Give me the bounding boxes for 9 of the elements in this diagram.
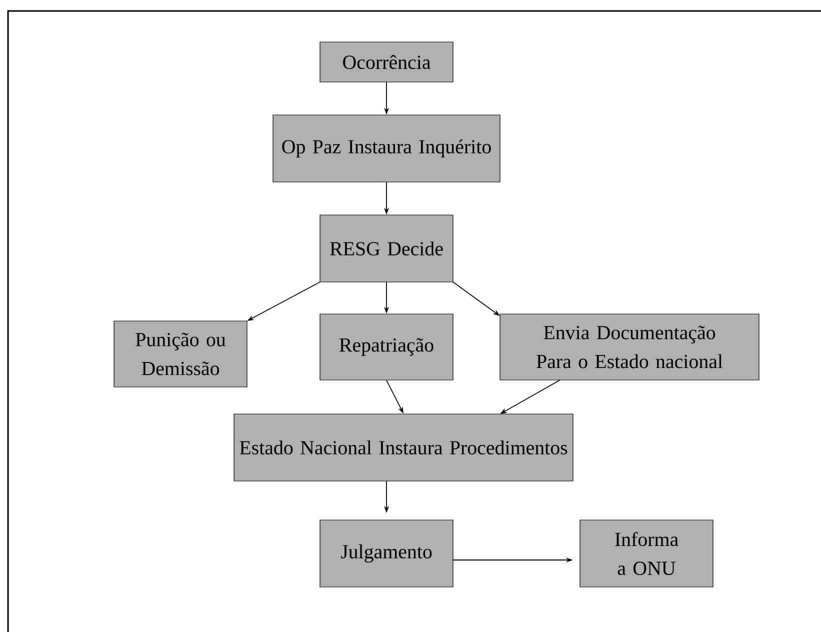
process-box: Ocorrência [320, 42, 454, 82]
process-box: Op Paz Instaura Inquérito [272, 114, 500, 182]
process-box: Envia Documentação Para o Estado nacional [500, 314, 760, 380]
process-box: RESG Decide [320, 214, 454, 282]
process-box: Estado Nacional Instaura Procedimentos [234, 414, 574, 482]
process-box: Repatriação [320, 314, 454, 380]
process-box: Informa a ONU [580, 520, 714, 588]
process-box: Punição ou Demissão [114, 320, 248, 388]
process-box: Julgamento [320, 520, 454, 588]
